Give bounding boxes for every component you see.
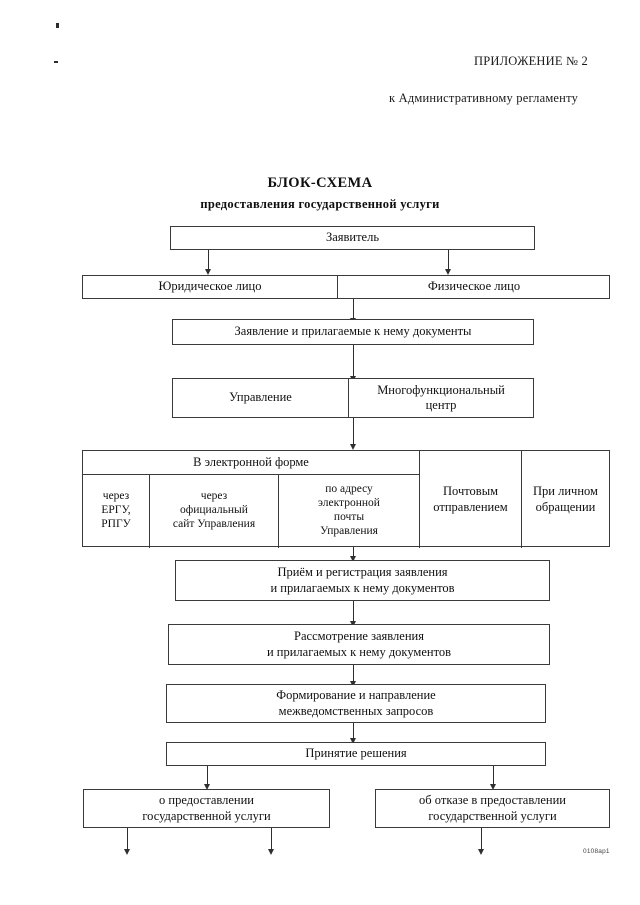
submission-site-line1: через (200, 490, 228, 503)
step-review-line1: Рассмотрение заявления (294, 628, 424, 643)
outcome-refuse-line1: об отказе в предоставлении (419, 792, 566, 807)
connector-applicant-to-natural (448, 250, 449, 270)
connector-step3-to-decision (353, 723, 354, 740)
cell-mfc: Многофункциональный центр (349, 379, 533, 417)
arrow-decision-to-refuse (490, 784, 496, 790)
cell-natural-person: Физическое лицо (427, 279, 521, 294)
arrow-refuse-terminal (478, 849, 484, 855)
flow-box-application: Заявление и прилагаемые к нему документы (172, 319, 534, 345)
connector-step2-to-step3 (353, 665, 354, 683)
flow-box-applicant-types: Юридическое лицо Физическое лицо (82, 275, 610, 299)
submission-site-line3: сайт Управления (172, 517, 256, 530)
submission-email-line2: электронной (318, 497, 380, 510)
arrow-decision-to-approve (204, 784, 210, 790)
submission-column-postal: Почтовым отправлением (420, 451, 521, 548)
submission-methods-table: В электронной форме через ЕРГУ, РПГУ чер… (82, 450, 610, 548)
step-registration-line1: Приём и регистрация заявления (277, 564, 448, 579)
submission-email-line3: почты (333, 511, 365, 523)
divider-applicant-types (337, 276, 338, 298)
page-subtitle: предоставления государственной услуги (200, 197, 440, 211)
cell-mfc-line1: Многофункциональный (377, 382, 505, 397)
connector-refuse-terminal (481, 828, 482, 850)
divider-col-site (278, 474, 279, 548)
submission-ergu-line1: через (102, 490, 130, 503)
submission-electronic-header: В электронной форме (193, 454, 309, 469)
submission-column-in-person: При личном обращении (522, 451, 609, 548)
step-requests-line2: межведомственных запросов (278, 703, 434, 718)
flow-box-decision: Принятие решения (166, 742, 546, 766)
divider-electronic-header-bottom (83, 474, 419, 475)
cell-mfc-line2: центр (425, 398, 457, 412)
submission-column-email: по адресу электронной почты Управления (279, 474, 419, 548)
flow-box-outcome-refuse: об отказе в предоставлении государственн… (375, 789, 610, 828)
arrow-applicant-to-legal (205, 269, 211, 275)
connector-decision-to-approve (207, 766, 208, 785)
step-registration-line2: и прилагаемых к нему документов (270, 580, 455, 595)
arrow-approve-terminal-right (268, 849, 274, 855)
connector-step1-to-step2 (353, 601, 354, 623)
flow-box-step-review: Рассмотрение заявления и прилагаемых к н… (168, 624, 550, 665)
arrow-applicant-to-natural (445, 269, 451, 275)
scan-speck-artifact (56, 23, 59, 28)
connector-applicant-to-legal (208, 250, 209, 270)
submission-site-line2: официальный (180, 504, 248, 517)
arrow-submission-to-step1 (350, 556, 356, 562)
step-requests-line1: Формирование и направление (276, 687, 436, 702)
connector-types-to-application (353, 299, 354, 319)
outcome-approve-line2: государственной услуги (142, 808, 271, 823)
connector-channels-to-submission (353, 418, 354, 445)
outcome-refuse-line2: государственной услуги (428, 808, 557, 823)
divider-col-postal (521, 451, 522, 548)
flow-box-channels: Управление Многофункциональный центр (172, 378, 534, 418)
submission-column-official-site: через официальный сайт Управления (150, 474, 278, 548)
arrow-channels-to-submission (350, 444, 356, 450)
cell-department: Управление (229, 390, 292, 405)
connector-approve-terminal-left (127, 828, 128, 850)
divider-col-ergu (149, 474, 150, 548)
divider-col-electronic-end (419, 451, 420, 548)
submission-personal-line1: При личном (533, 484, 598, 499)
scan-speck-artifact (54, 61, 58, 63)
connector-approve-terminal-right (271, 828, 272, 850)
appendix-number: ПРИЛОЖЕНИЕ № 2 (474, 54, 588, 68)
submission-ergu-line2: ЕРГУ, (101, 504, 131, 517)
submission-ergu-line3: РПГУ (101, 517, 131, 530)
page-title: БЛОК-СХЕМА (267, 175, 373, 191)
submission-postal-line1: Почтовым (443, 484, 498, 499)
connector-application-to-channels (353, 345, 354, 378)
connector-decision-to-refuse (493, 766, 494, 785)
regulation-reference: к Административному регламенту (389, 91, 579, 105)
flow-box-step-interagency-requests: Формирование и направление межведомствен… (166, 684, 546, 723)
submission-column-ergu-rpgu: через ЕРГУ, РПГУ (83, 474, 149, 548)
flow-box-applicant: Заявитель (170, 226, 535, 250)
divider-channels (348, 379, 349, 417)
step-review-line2: и прилагаемых к нему документов (266, 644, 452, 659)
flow-box-step-registration: Приём и регистрация заявления и прилагае… (175, 560, 550, 601)
outcome-approve-line1: о предоставлении (159, 792, 254, 807)
submission-personal-line2: обращении (535, 499, 596, 514)
arrow-step3-to-decision (350, 738, 356, 744)
connector-submission-to-step1 (353, 547, 354, 559)
submission-email-line1: по адресу (325, 483, 373, 496)
flow-box-outcome-approve: о предоставлении государственной услуги (83, 789, 330, 828)
cell-legal-entity: Юридическое лицо (158, 279, 262, 294)
submission-postal-line2: отправлением (433, 499, 508, 514)
footer-mark: 0108ар1 (583, 848, 610, 855)
arrow-approve-terminal-left (124, 849, 130, 855)
submission-email-line4: Управления (320, 524, 378, 537)
